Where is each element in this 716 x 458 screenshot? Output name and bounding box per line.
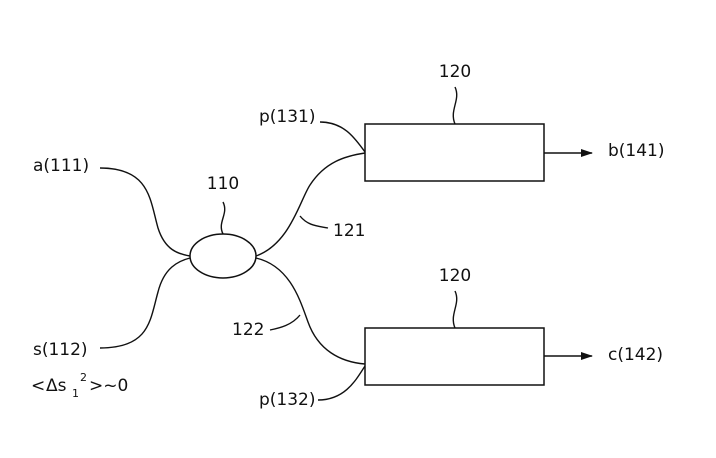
input-s-label: s(112) bbox=[33, 340, 88, 360]
coupler-leader bbox=[220, 201, 226, 235]
arm-121-leader bbox=[299, 215, 329, 229]
pump-132-fiber bbox=[317, 365, 366, 401]
arm-121-fiber bbox=[255, 152, 366, 257]
output-b-label: b(141) bbox=[608, 141, 665, 161]
arm-122-fiber bbox=[255, 257, 366, 365]
arm-122-leader bbox=[269, 314, 301, 331]
squeezing-close: >~0 bbox=[89, 376, 128, 396]
squeezing-index: 1 bbox=[72, 387, 79, 400]
pump-131-fiber bbox=[319, 121, 366, 153]
detector-bottom-leader bbox=[452, 290, 458, 329]
detector-top-label: 120 bbox=[439, 62, 471, 82]
detector-bottom-box bbox=[364, 327, 545, 386]
input-a-fiber bbox=[99, 167, 191, 257]
detector-top-box bbox=[364, 123, 545, 182]
output-c-label: c(142) bbox=[608, 345, 663, 365]
squeezing-delta: Δs bbox=[46, 376, 67, 396]
pump-top-label: p(131) bbox=[259, 107, 316, 127]
squeezing-power: 2 bbox=[80, 371, 87, 384]
coupler-ellipse bbox=[189, 233, 257, 279]
arm-122-label: 122 bbox=[232, 320, 264, 340]
coupler-label: 110 bbox=[207, 174, 239, 194]
arm-121-label: 121 bbox=[333, 221, 365, 241]
input-a-label: a(111) bbox=[33, 156, 89, 176]
detector-bottom-label: 120 bbox=[439, 266, 471, 286]
detector-top-leader bbox=[452, 86, 458, 125]
squeezing-condition: < Δs 1 2 >~0 bbox=[31, 371, 128, 400]
pump-bottom-label: p(132) bbox=[259, 390, 316, 410]
squeezing-open: < bbox=[31, 376, 45, 396]
input-s-fiber bbox=[99, 257, 191, 349]
